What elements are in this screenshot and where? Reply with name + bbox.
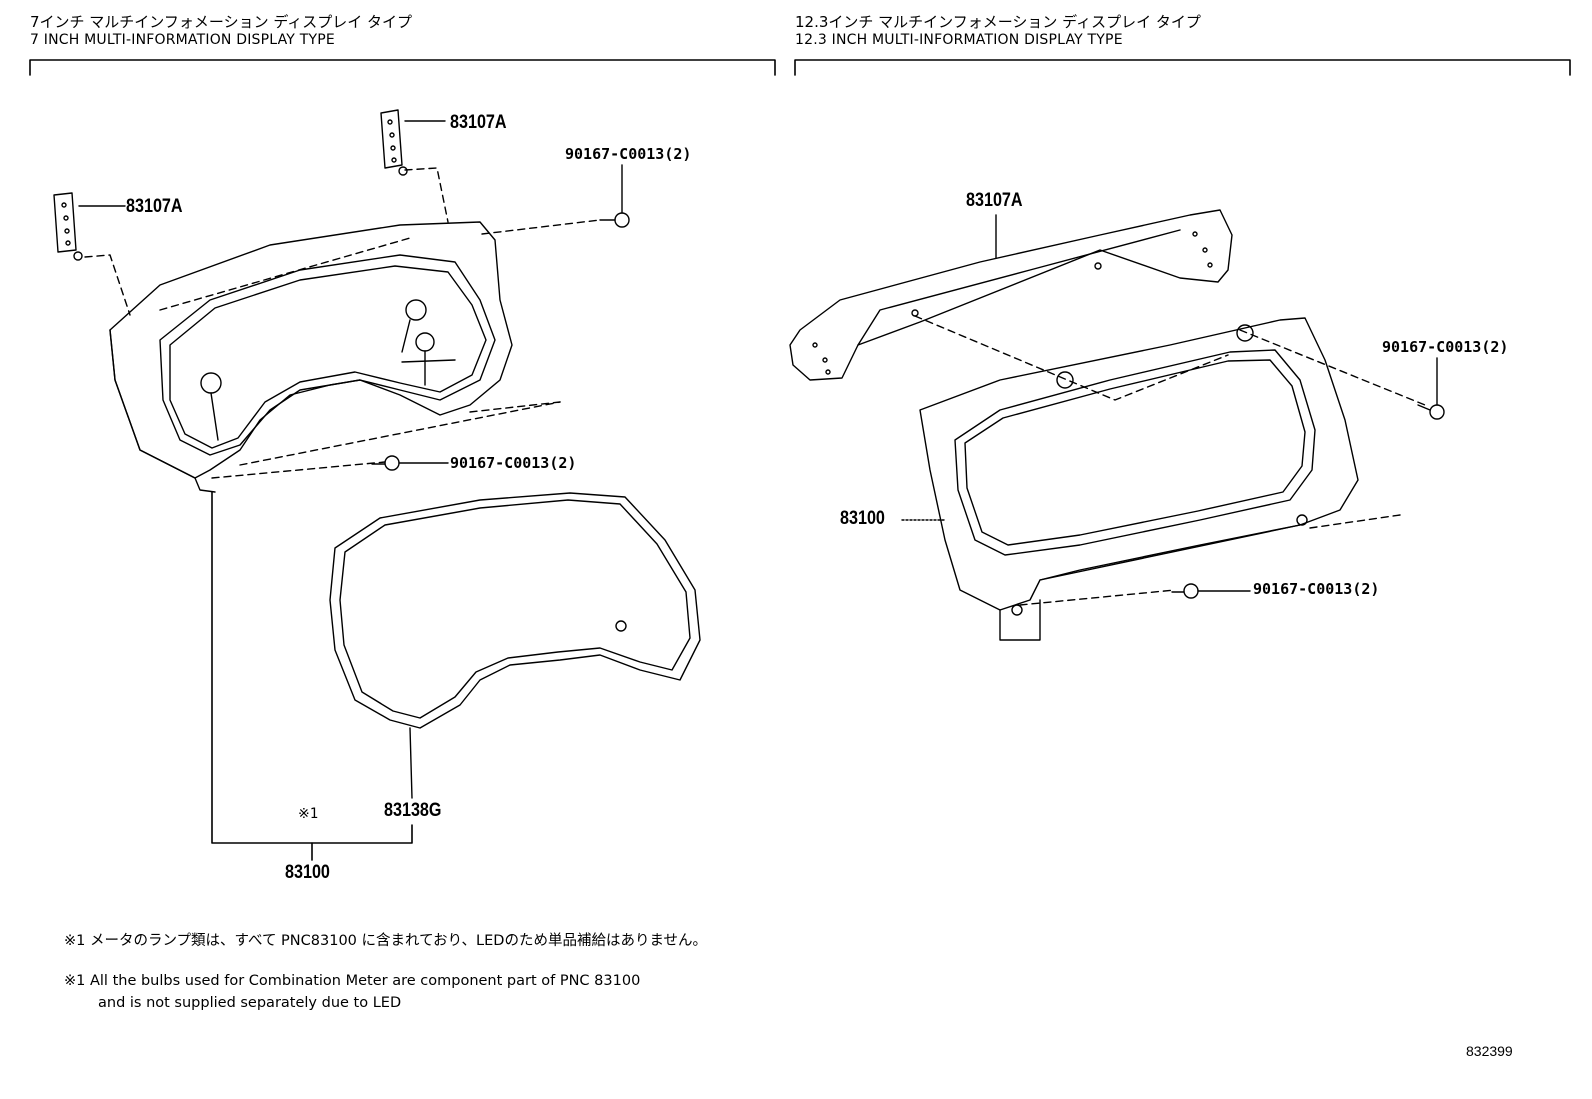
right-section-title: 12.3インチ マルチインフォメーション ディスプレイ タイプ 12.3 INC… [795,13,1201,49]
right-section-bracket [794,59,1571,76]
right-dashed-guides [914,315,1426,606]
illustration-code: 832399 [1466,1043,1513,1059]
left-section-bracket [29,59,776,76]
left-meter-housing [109,221,513,493]
left-title-jp: 7インチ マルチインフォメーション ディスプレイ タイプ [30,13,413,31]
label-left-note-ref: ※1 [298,806,319,822]
label-right-screw-bottom: 90167-C0013(2) [1253,580,1380,598]
left-screw-bottom-icon [371,455,449,471]
right-screw-top-icon [1417,357,1445,420]
label-right-screw-top: 90167-C0013(2) [1382,338,1509,356]
left-section-title: 7インチ マルチインフォメーション ディスプレイ タイプ 7 INCH MULT… [30,13,412,49]
right-title-en: 12.3 INCH MULTI-INFORMATION DISPLAY TYPE [795,32,1123,48]
footnote-en-line2: and is not supplied separately due to LE… [98,995,402,1011]
left-dashed-guides [84,167,601,479]
right-screw-bottom-icon [1171,583,1251,599]
label-left-screw-top: 90167-C0013(2) [565,145,692,163]
left-top-bracket [380,109,446,176]
left-screw-top-icon [599,164,630,228]
label-left-bracket-side: 83107A [126,196,183,217]
left-side-bracket [53,192,126,261]
label-right-assembly: 83100 [840,508,885,529]
label-right-bracket: 83107A [966,190,1023,211]
left-assembly-callout [211,491,413,861]
footnote-jp: ※1 メータのランプ類は、すべて PNC83100 に含まれており、LEDのため… [64,933,708,949]
left-meter-glass [329,492,701,799]
right-bracket [789,209,1233,381]
footnote-en-line1: ※1 All the bulbs used for Combination Me… [64,973,641,989]
label-left-screw-bottom: 90167-C0013(2) [450,454,577,472]
right-meter-housing [919,317,1359,641]
left-title-en: 7 INCH MULTI-INFORMATION DISPLAY TYPE [30,32,335,48]
right-title-jp: 12.3インチ マルチインフォメーション ディスプレイ タイプ [795,13,1201,31]
label-left-glass: 83138G [384,800,442,821]
label-left-assembly: 83100 [285,862,330,883]
label-left-bracket-top: 83107A [450,112,507,133]
